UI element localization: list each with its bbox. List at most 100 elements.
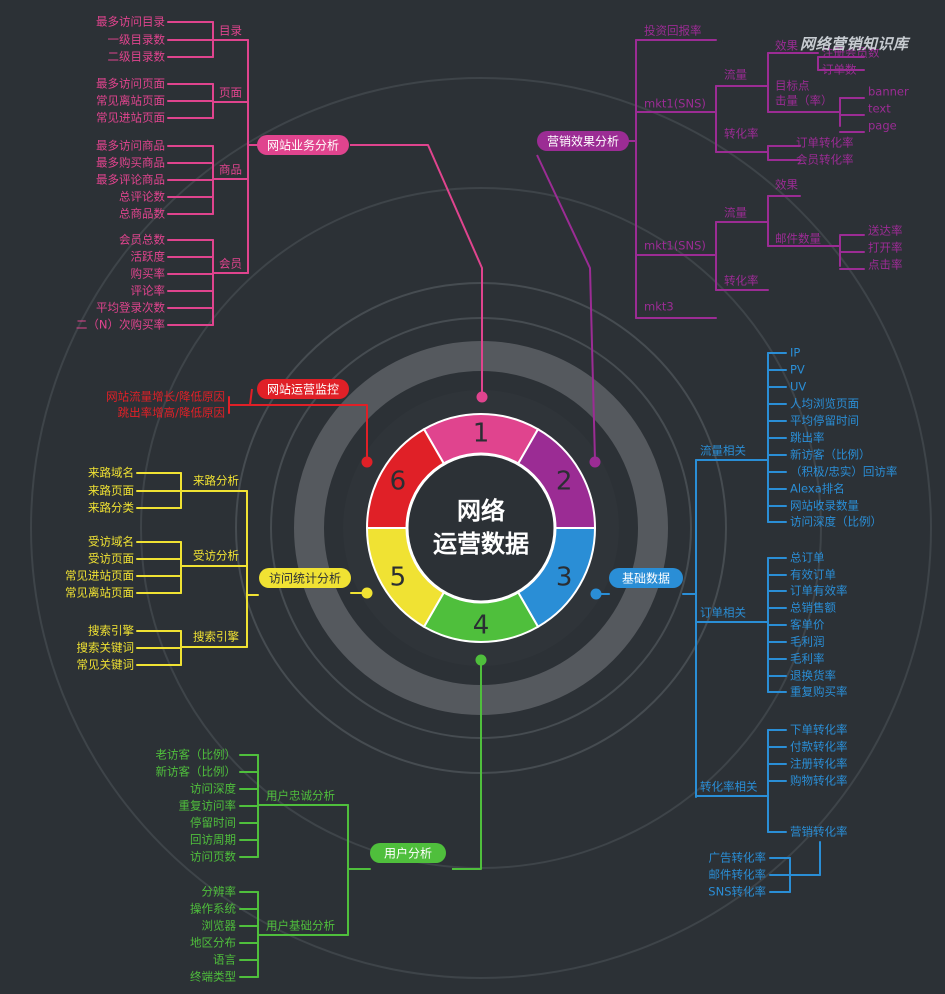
segment-number-4: 4 <box>473 611 490 641</box>
item-label: 终端类型 <box>190 970 236 984</box>
item-label: SNS转化率 <box>708 885 766 899</box>
item-label: 网站流量增长/降低原因 <box>106 390 225 404</box>
item-label: 投资回报率 <box>644 24 702 38</box>
item-label: 搜索关键词 <box>77 641 135 655</box>
connector <box>452 660 482 870</box>
item-label: 回访周期 <box>190 833 236 847</box>
item-label: 订单有效率 <box>790 584 848 598</box>
group-label: 流量相关 <box>700 444 746 458</box>
item-label: 最多访问页面 <box>96 77 165 91</box>
item-label: 访问页数 <box>190 850 236 864</box>
item-label: 分辨率 <box>202 885 237 899</box>
center-disc <box>405 452 557 604</box>
item-label: 注册会员数 <box>822 46 880 60</box>
item-label: 最多访问商品 <box>96 139 165 153</box>
item-label: 效果 <box>775 178 798 192</box>
branch-pill-site-monitor-label: 网站运营监控 <box>267 383 339 397</box>
item-label: 目标点 <box>775 79 810 93</box>
group-label: 商品 <box>219 163 242 177</box>
item-label: 常见关键词 <box>77 658 135 672</box>
item-label: 新访客（比例） <box>790 448 871 462</box>
item-label: PV <box>790 363 805 377</box>
item-label: 总订单 <box>790 551 825 565</box>
item-label: 操作系统 <box>190 902 236 916</box>
item-label: 购买率 <box>131 267 166 281</box>
connector-dot <box>361 456 373 468</box>
item-label: 订单转化率 <box>796 136 854 150</box>
item-label: 流量 <box>724 68 747 82</box>
branch-pill-basic-data-label: 基础数据 <box>622 571 670 586</box>
branch-pill-marketing-effect <box>537 131 629 151</box>
connector-lines <box>136 21 865 978</box>
item-label: 访问深度（比例） <box>790 515 882 529</box>
item-label: 浏览器 <box>202 919 237 933</box>
group-label: 来路分析 <box>193 474 239 488</box>
item-label: 营销转化率 <box>790 825 848 839</box>
branch-pill-website-business-label: 网站业务分析 <box>267 138 339 153</box>
item-label: 订单数 <box>822 63 857 77</box>
item-label: 二（N）次购买率 <box>76 318 165 332</box>
item-label: text <box>868 102 891 116</box>
group-label: 订单相关 <box>700 606 746 620</box>
item-label: 退换货率 <box>790 669 836 683</box>
item-label: UV <box>790 380 806 394</box>
mkt-label: mkt1(SNS) <box>644 239 706 253</box>
background-ring <box>30 77 932 979</box>
item-label: 地区分布 <box>190 936 236 950</box>
branch-pill-basic-data <box>609 568 683 588</box>
node-labels: 最多访问目录一级目录数二级目录数目录最多访问页面常见离站页面常见进站页面页面最多… <box>65 15 909 984</box>
item-label: 来路分类 <box>88 501 134 515</box>
item-label: 常见进站页面 <box>65 569 134 583</box>
item-label: 搜索引擎 <box>88 624 134 638</box>
item-label: 平均停留时间 <box>790 414 859 428</box>
item-label: 邮件转化率 <box>709 868 767 882</box>
item-label: 来路页面 <box>88 484 134 498</box>
item-label: 最多访问目录 <box>96 15 165 29</box>
item-label: 新访客（比例） <box>156 765 237 779</box>
group-label: 用户基础分析 <box>266 919 335 933</box>
item-label: 跳出率 <box>790 431 825 445</box>
item-label: banner <box>868 85 909 99</box>
item-label: 人均浏览页面 <box>790 397 859 411</box>
item-label: 常见离站页面 <box>65 586 134 600</box>
item-label: 总评论数 <box>119 190 165 204</box>
item-label: 送达率 <box>868 224 903 238</box>
segment-number-6: 6 <box>390 467 407 497</box>
item-label: mkt3 <box>644 300 674 314</box>
item-label: 邮件数量 <box>775 232 821 246</box>
connector-dot <box>590 588 602 600</box>
item-label: 会员转化率 <box>796 153 854 167</box>
group-label: 页面 <box>219 86 242 100</box>
item-label: 停留时间 <box>190 816 236 830</box>
connector <box>536 154 596 461</box>
item-label: 转化率 <box>724 127 759 141</box>
connector-dot <box>361 587 373 599</box>
item-label: 评论率 <box>131 284 166 298</box>
center-title-line1: 网络 <box>457 497 505 525</box>
item-label: Alexa排名 <box>790 482 845 496</box>
item-label: 访问深度 <box>190 782 236 796</box>
item-label: 受访域名 <box>88 535 134 549</box>
item-label: 注册转化率 <box>790 757 848 771</box>
item-label: 重复访问率 <box>179 799 237 813</box>
group-label: 用户忠诚分析 <box>266 789 335 803</box>
item-label: 来路域名 <box>88 466 134 480</box>
item-label: 活跃度 <box>131 250 166 264</box>
item-label: 转化率 <box>724 274 759 288</box>
group-label: 搜索引擎 <box>193 630 239 644</box>
group-label: 会员 <box>219 257 242 271</box>
segment-number-3: 3 <box>556 563 573 593</box>
item-label: 流量 <box>724 206 747 220</box>
item-label: 毛利润 <box>790 635 825 649</box>
item-label: 下单转化率 <box>790 723 848 737</box>
item-label: 二级目录数 <box>108 50 166 64</box>
item-label: 网站收录数量 <box>790 499 859 513</box>
connector-dot <box>476 391 488 403</box>
item-label: 打开率 <box>868 241 903 255</box>
branch-pill-site-monitor <box>257 379 349 399</box>
connector <box>350 144 483 395</box>
connector-dot <box>589 456 601 468</box>
branch-pill-visit-stats-label: 访问统计分析 <box>269 572 341 586</box>
